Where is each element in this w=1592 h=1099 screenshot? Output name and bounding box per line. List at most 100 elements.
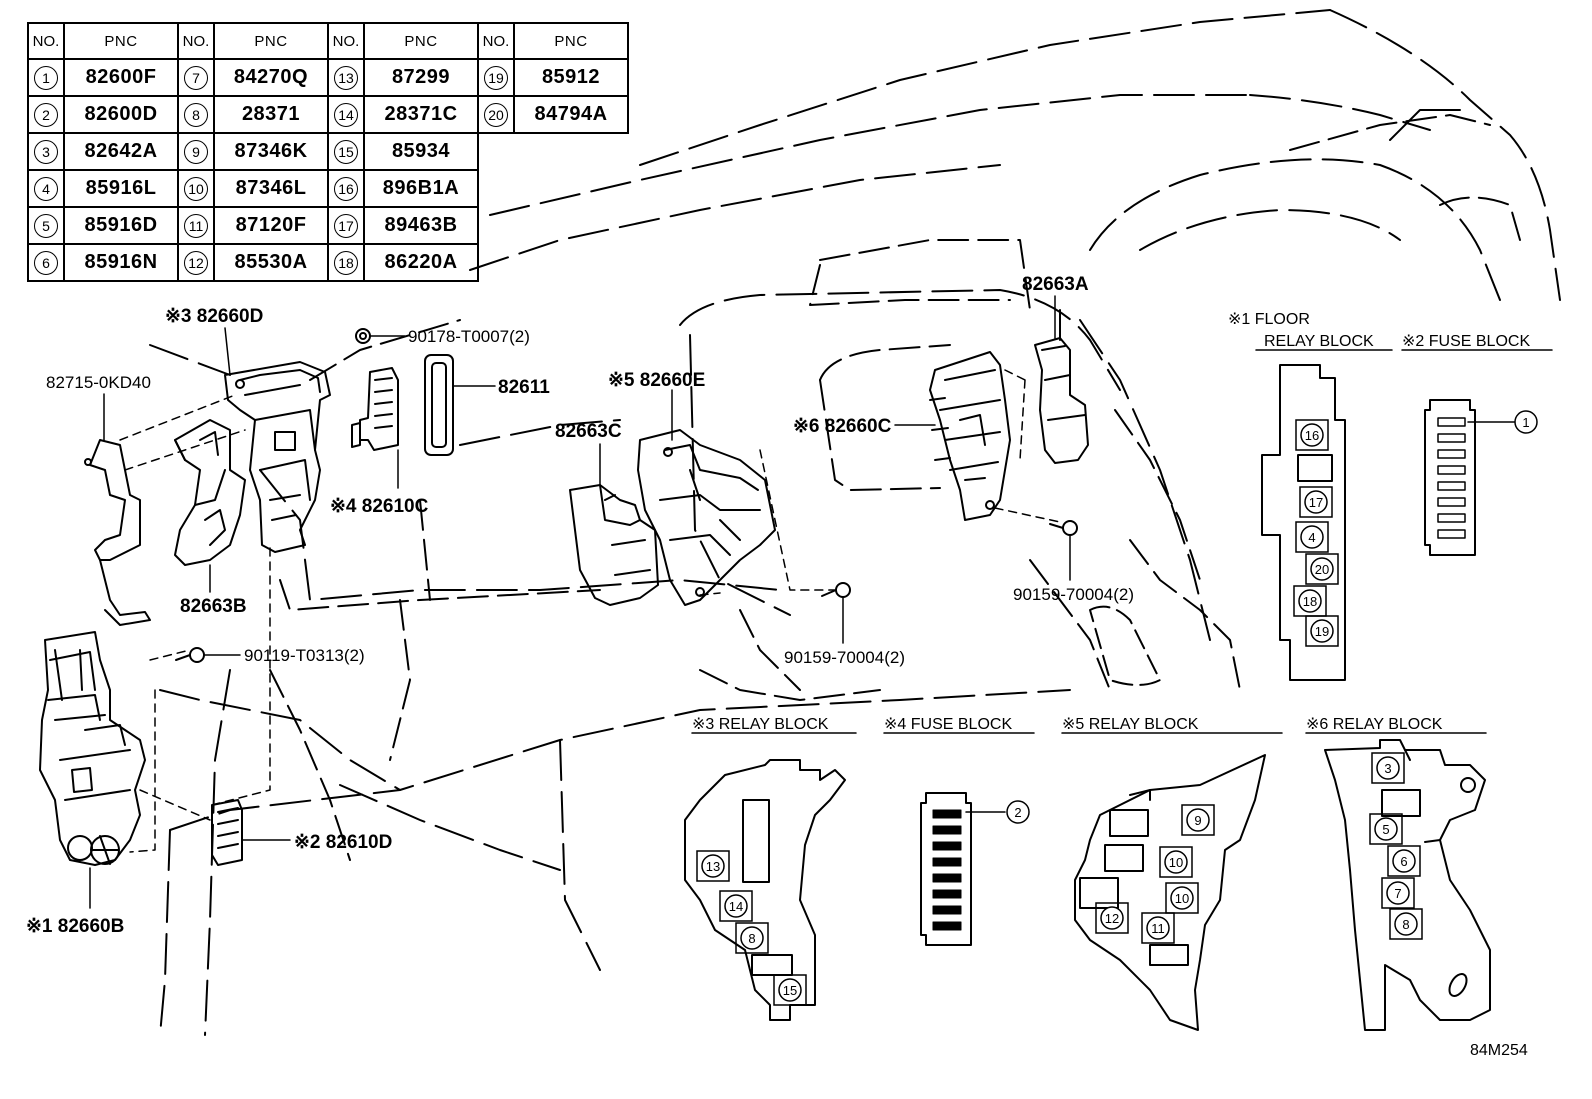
callout-relay6-1: 5: [1369, 813, 1403, 845]
item-number: 9: [184, 139, 208, 164]
callout-number: 10: [1175, 891, 1189, 906]
item-number: 5: [34, 213, 58, 238]
cell-no: 14: [327, 95, 365, 134]
cell-pnc: 85916N: [63, 243, 179, 282]
cell-no: 19: [477, 58, 515, 97]
label-82660c: ※6 82660C: [793, 416, 892, 437]
leader-lines: [89, 295, 1071, 909]
cell-no: 5: [27, 206, 65, 245]
cell-no: 11: [177, 206, 215, 245]
relay-block-5: [1074, 754, 1266, 1031]
cell-no: 6: [27, 243, 65, 282]
callout-number: 2: [1014, 805, 1021, 820]
item-number: 18: [334, 250, 358, 275]
header-pnc: PNC: [213, 22, 329, 60]
callout-floor-3: 20: [1305, 553, 1339, 585]
callout-number: 11: [1151, 921, 1165, 936]
callout-relay3-3: 15: [773, 974, 807, 1006]
cell-pnc: 85912: [513, 58, 629, 97]
bracket-82663a: [1034, 337, 1089, 464]
relay-block-82660e: [637, 429, 776, 606]
cell-no: 13: [327, 58, 365, 97]
callout-number: 5: [1382, 822, 1389, 837]
title-relay-block-5: ※5 RELAY BLOCK: [1062, 716, 1199, 733]
item-number: 8: [184, 102, 208, 127]
callout-number: 3: [1384, 761, 1391, 776]
floor-relay-block: [1261, 364, 1346, 681]
title-fuse-block-2: ※2 FUSE BLOCK: [1402, 333, 1530, 350]
callout-floor-5: 19: [1305, 615, 1339, 647]
callout-number: 17: [1309, 495, 1323, 510]
cell-pnc: 28371C: [363, 95, 479, 134]
callout-number: 1: [1522, 415, 1529, 430]
cell-pnc: 89463B: [363, 206, 479, 245]
relay-block-3: [684, 759, 846, 1021]
bolt-90119: [175, 647, 205, 663]
cell-no: 16: [327, 169, 365, 208]
drawing-code: 84M254: [1470, 1042, 1528, 1059]
fuse-82610c: [351, 367, 399, 451]
item-number: 14: [334, 102, 358, 127]
cell-no: 4: [27, 169, 65, 208]
callout-number: 19: [1315, 624, 1329, 639]
callout-floor-2: 4: [1295, 521, 1329, 553]
cell-pnc: 86220A: [363, 243, 479, 282]
label-82663b: 82663B: [180, 596, 247, 617]
header-no: NO.: [477, 22, 515, 60]
item-number: 4: [34, 176, 58, 201]
callout-fuse2: 1: [1514, 410, 1538, 434]
label-82610c: ※4 82610C: [330, 496, 429, 517]
header-pnc: PNC: [63, 22, 179, 60]
label-82660d: ※3 82660D: [165, 306, 263, 327]
callout-number: 16: [1305, 428, 1319, 443]
item-number: 12: [184, 250, 208, 275]
cell-no: 9: [177, 132, 215, 171]
cell-no: 10: [177, 169, 215, 208]
cell-pnc: 82600D: [63, 95, 179, 134]
label-82715-0kd40: 82715-0KD40: [46, 373, 151, 392]
callout-floor-0: 16: [1295, 419, 1329, 451]
header-no: NO.: [177, 22, 215, 60]
dashboard-outline: [149, 9, 1561, 1036]
cell-pnc: 87346K: [213, 132, 329, 171]
title-floor-relay-block-2: RELAY BLOCK: [1264, 333, 1374, 350]
item-number: 1: [34, 65, 58, 90]
cell-pnc: 28371: [213, 95, 329, 134]
cell-pnc: 87346L: [213, 169, 329, 208]
gasket-82611: [424, 354, 454, 456]
callout-floor-1: 17: [1299, 486, 1333, 518]
item-number: 17: [334, 213, 358, 238]
cell-no: 8: [177, 95, 215, 134]
callout-relay3-0: 13: [696, 850, 730, 882]
label-82610d: ※2 82610D: [294, 832, 392, 853]
callout-number: 12: [1105, 911, 1119, 926]
label-90119: 90119-T0313(2): [244, 646, 365, 665]
relay-block-82660b: [39, 631, 146, 866]
item-number: 6: [34, 250, 58, 275]
callout-floor-4: 18: [1293, 585, 1327, 617]
callout-number: 10: [1169, 855, 1183, 870]
callout-number: 4: [1308, 530, 1315, 545]
bracket-82663b: [174, 419, 246, 566]
cell-no: 2: [27, 95, 65, 134]
item-number: 20: [484, 102, 508, 127]
bracket-82663c: [569, 484, 659, 606]
item-number: 10: [184, 176, 208, 201]
cell-pnc: 87299: [363, 58, 479, 97]
label-82660e: ※5 82660E: [608, 370, 705, 391]
item-number: 16: [334, 176, 358, 201]
item-number: 11: [184, 213, 208, 238]
fuse-block-4: [920, 792, 1006, 946]
callout-relay6-3: 7: [1381, 877, 1415, 909]
header-no: NO.: [27, 22, 65, 60]
relay-block-82660c: [929, 351, 1011, 521]
cell-no: 12: [177, 243, 215, 282]
dashed-connections: [119, 369, 1061, 853]
callout-number: 20: [1315, 562, 1329, 577]
